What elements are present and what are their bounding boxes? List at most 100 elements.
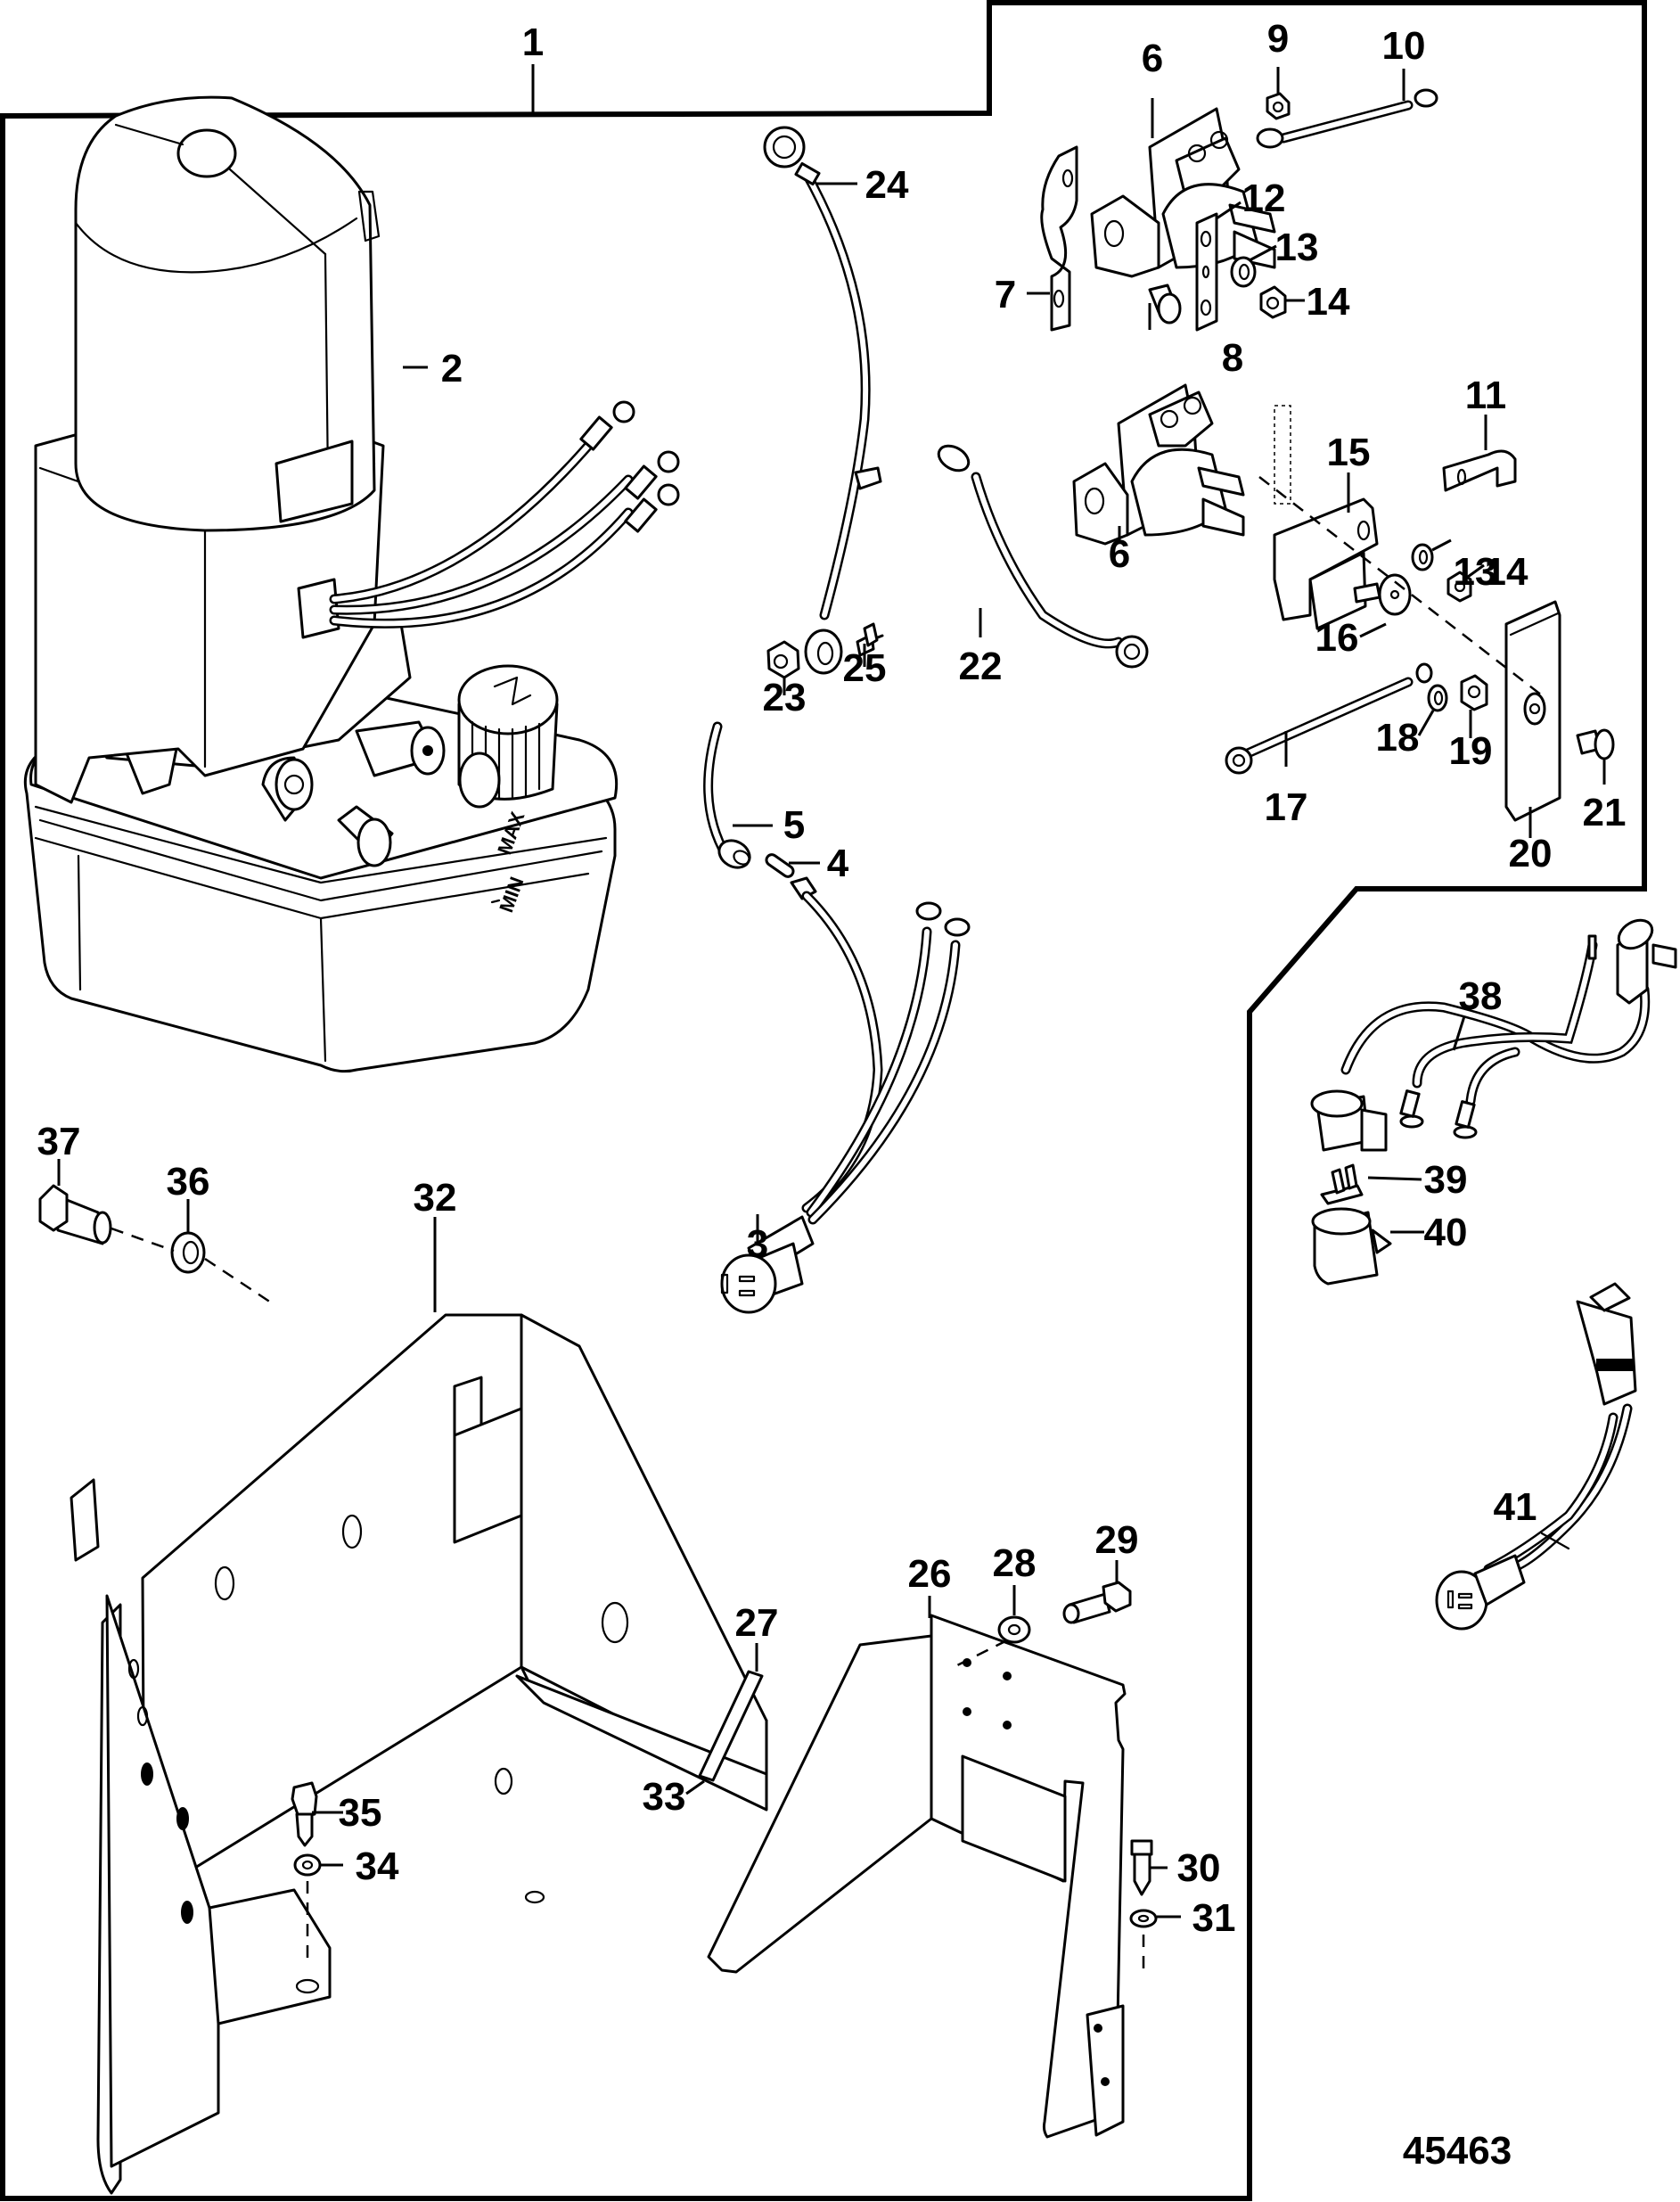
screw-29 [1062, 1560, 1132, 1624]
callout-6a: 6 [1142, 37, 1163, 80]
cover-20 [1504, 600, 1561, 838]
callout-22: 22 [959, 645, 1003, 688]
callout-labels: 1 2 3 4 5 6 6 7 8 9 10 11 12 13 13 14 14… [37, 17, 1627, 2173]
screw-30 [1130, 1839, 1168, 1896]
callout-18: 18 [1376, 716, 1420, 760]
leader-16 [1359, 622, 1387, 638]
motor-can [74, 95, 381, 532]
cable-10 [1256, 69, 1438, 149]
callout-32: 32 [414, 1176, 457, 1220]
callout-1: 1 [522, 21, 544, 64]
callout-10: 10 [1382, 24, 1426, 68]
lockwasher-13-lower [1411, 538, 1452, 571]
bracket-7 [1027, 145, 1078, 332]
callout-14a: 14 [1307, 280, 1350, 324]
screw-35 [291, 1781, 343, 1847]
connector-5 [717, 824, 773, 869]
pin-4 [765, 853, 820, 878]
callout-11: 11 [1465, 374, 1507, 417]
callout-36: 36 [167, 1160, 210, 1204]
callout-14b: 14 [1485, 550, 1528, 594]
terminal-lock-39 [1320, 1163, 1422, 1205]
callout-17: 17 [1265, 785, 1308, 829]
lockwasher-36 [170, 1199, 206, 1274]
leader-33 [685, 1779, 705, 1795]
clip-11 [1442, 415, 1517, 492]
connector-38-male [1616, 918, 1677, 1005]
harness-3-group [703, 721, 971, 1314]
callout-27: 27 [735, 1601, 779, 1645]
callout-8: 8 [1222, 336, 1243, 380]
screw-21 [1576, 728, 1615, 785]
leader-13a [1249, 244, 1277, 262]
callout-12: 12 [1242, 177, 1286, 220]
washer-31 [1129, 1909, 1181, 1928]
spacer-27 [685, 1643, 764, 1795]
nut-14-upper [1259, 285, 1305, 319]
motor-leads [329, 400, 680, 629]
callout-6b: 6 [1109, 532, 1130, 576]
callout-15: 15 [1327, 431, 1371, 474]
leader-18 [1417, 710, 1435, 736]
group-boundary-frame [0, 0, 1647, 2201]
leader-14b [1467, 563, 1485, 579]
connector-38-female [1310, 1089, 1388, 1152]
leader-39 [1367, 1176, 1422, 1181]
callout-28: 28 [993, 1541, 1037, 1585]
callout-9: 9 [1267, 17, 1289, 61]
callout-21: 21 [1583, 791, 1627, 834]
leader-13b [1431, 538, 1452, 552]
washer-28 [997, 1585, 1031, 1644]
lockwasher-13-upper [1230, 244, 1277, 288]
callout-3: 3 [747, 1222, 768, 1266]
callout-5: 5 [783, 803, 805, 847]
leader-12 [1216, 201, 1242, 220]
nut-14-lower [1446, 563, 1485, 603]
nut-23 [766, 640, 800, 695]
callout-34: 34 [356, 1845, 399, 1888]
callout-35: 35 [339, 1791, 382, 1835]
nut-19 [1460, 674, 1488, 738]
callout-33: 33 [643, 1775, 686, 1819]
screw-37 [38, 1159, 112, 1245]
lockwasher-18 [1417, 684, 1448, 736]
callout-25: 25 [843, 646, 887, 690]
solenoid-lower [1072, 383, 1291, 546]
callout-24: 24 [865, 163, 909, 207]
cable-17 [1225, 662, 1433, 775]
figure-number: 45463 [1403, 2129, 1512, 2173]
screw-8 [1148, 283, 1182, 330]
bracket-26 [707, 1596, 1127, 2139]
connector-housing-40 [1311, 1207, 1424, 1286]
callout-37: 37 [37, 1120, 81, 1163]
callout-38: 38 [1459, 974, 1503, 1018]
ground-cable-24 [763, 126, 871, 675]
nut-9 [1266, 67, 1291, 120]
callout-7: 7 [995, 273, 1016, 316]
washer-34 [293, 1853, 343, 1877]
pump-motor-reservoir: MAX MIN [23, 95, 680, 1073]
leader-38 [1452, 1015, 1466, 1051]
washer-16 [1359, 573, 1412, 638]
fill-cap [457, 664, 559, 809]
leader-41 [1540, 1532, 1570, 1550]
callout-41: 41 [1494, 1485, 1537, 1529]
mounting-bracket-32 [70, 1217, 768, 2195]
callout-29: 29 [1095, 1518, 1139, 1562]
callout-4: 4 [827, 842, 849, 885]
callout-19: 19 [1449, 729, 1493, 773]
callout-23: 23 [763, 676, 807, 719]
harness-41 [1435, 1282, 1637, 1631]
callout-20: 20 [1509, 832, 1553, 875]
harness-adapter-38 [1310, 918, 1677, 1152]
callout-30: 30 [1177, 1846, 1221, 1890]
plate-12 [1195, 201, 1242, 332]
callout-13a: 13 [1275, 226, 1319, 269]
connector-3 [720, 1214, 815, 1314]
callout-13b: 13 [1454, 550, 1497, 594]
fuse-holder-15 [1273, 472, 1381, 630]
callout-26: 26 [908, 1552, 952, 1596]
callout-39: 39 [1424, 1158, 1468, 1202]
callout-40: 40 [1424, 1211, 1468, 1254]
